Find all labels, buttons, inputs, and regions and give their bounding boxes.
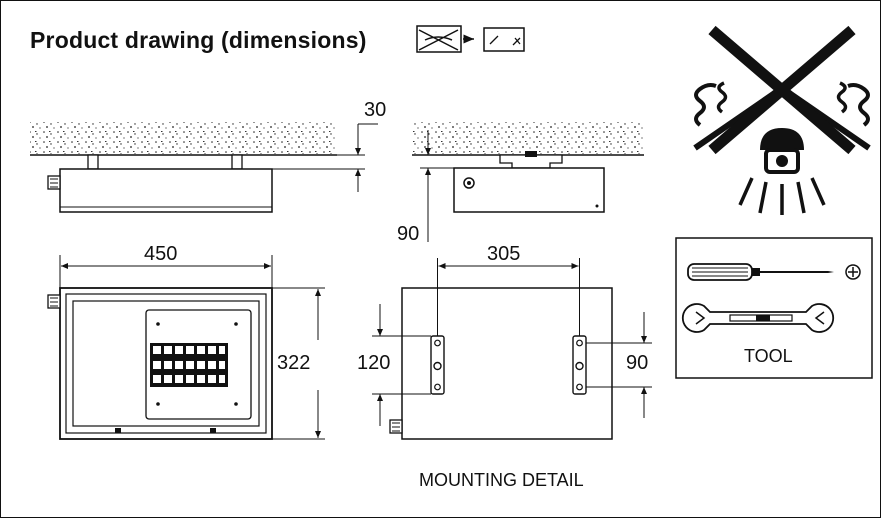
dimension-450 — [59, 255, 273, 288]
dimension-305 — [437, 258, 580, 336]
wrench-icon — [681, 303, 835, 333]
phillips-head-icon — [845, 264, 861, 280]
dim-label-305: 305 — [487, 243, 521, 265]
dim-label-90-top: 90 — [397, 223, 420, 245]
dim-label-120: 120 — [357, 352, 391, 374]
tool-box — [675, 237, 873, 379]
dim-label-90-right: 90 — [626, 352, 649, 374]
dimension-90-right — [586, 312, 652, 418]
dimension-30 — [272, 123, 378, 192]
front-view-fixture — [47, 287, 273, 440]
dim-label-30: 30 — [364, 99, 387, 121]
mounting-bracket-right — [572, 335, 587, 395]
end-view-fixture — [453, 151, 605, 213]
dimension-120 — [372, 304, 431, 426]
ceiling-right — [412, 122, 644, 154]
dim-label-450: 450 — [144, 243, 178, 265]
side-view-fixture — [47, 154, 273, 213]
caption-mounting-detail: MOUNTING DETAIL — [419, 470, 584, 490]
mounting-bracket-left — [430, 335, 445, 395]
dim-label-322: 322 — [277, 352, 311, 374]
dimension-90-top — [420, 130, 454, 242]
caption-tool: TOOL — [744, 346, 793, 366]
ceiling-left — [30, 122, 337, 154]
glass-replacement-icon — [416, 25, 525, 53]
page-title: Product drawing (dimensions) — [30, 27, 367, 53]
screwdriver-icon — [687, 263, 834, 281]
dimension-322 — [272, 287, 325, 440]
no-heat-insulation-icon — [693, 25, 871, 215]
